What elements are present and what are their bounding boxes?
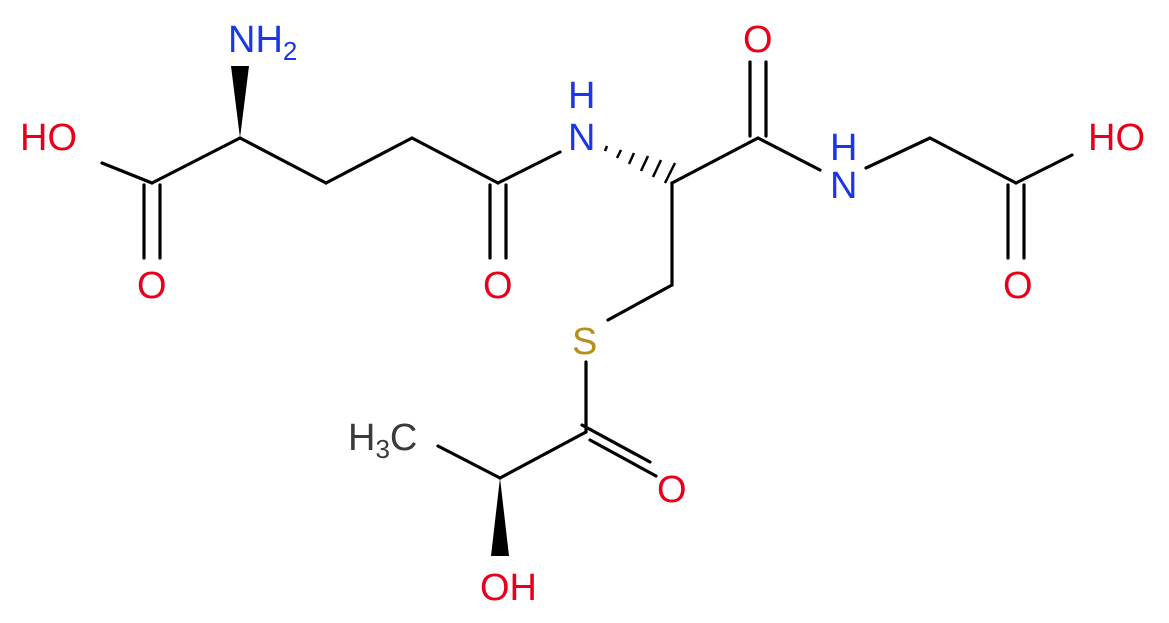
amide1-o-label: O — [483, 265, 513, 307]
amide1-n-label: N — [568, 117, 595, 159]
bond-cb-s — [606, 283, 674, 322]
bond-c3-oh — [1014, 153, 1074, 185]
right-hydroxyl-label: HO — [1088, 117, 1145, 159]
bond-ho-c1 — [100, 161, 154, 185]
bond-cb-cg — [324, 136, 414, 185]
atom-labels: NH2 HO O O H N O N H HO O S O H3C OH — [20, 19, 1145, 609]
bond-c4-o-double-b — [588, 438, 658, 478]
sulfur-label: S — [572, 321, 597, 363]
bonds — [100, 60, 1074, 556]
bond-nh-ch2 — [864, 136, 932, 170]
amide1-h-label: H — [568, 75, 595, 117]
left-hydroxyl-label: HO — [20, 117, 77, 159]
bond-c5-ch3 — [436, 444, 502, 480]
hashed-wedge-cys-nh — [603, 145, 677, 184]
amine-label: NH2 — [228, 19, 297, 66]
bond-calpha-cb — [238, 136, 328, 185]
bond-ch2-c3 — [928, 136, 1018, 185]
methyl-label: H3C — [348, 417, 417, 464]
wedge-calpha-nh2 — [231, 66, 249, 138]
amide2-h-label: H — [830, 127, 857, 169]
bottom-hydroxyl-label: OH — [480, 567, 537, 609]
bond-cysalpha-c2 — [670, 136, 760, 185]
left-carbonyl-o-label: O — [137, 265, 167, 307]
wedge-c5-oh — [491, 478, 509, 556]
bond-cg-cd — [410, 136, 500, 185]
bond-cd-nh — [496, 150, 562, 185]
thioester-o-label: O — [657, 469, 687, 511]
right-carbonyl-o-label: O — [1003, 265, 1033, 307]
amide2-o-label: O — [743, 19, 773, 61]
bond-c4-c5 — [498, 430, 588, 480]
bond-c2-nh — [756, 136, 822, 172]
bond-c4-o-double-a — [580, 423, 652, 464]
bond-c1-calpha — [150, 136, 242, 185]
amide2-n-label: N — [830, 165, 857, 207]
